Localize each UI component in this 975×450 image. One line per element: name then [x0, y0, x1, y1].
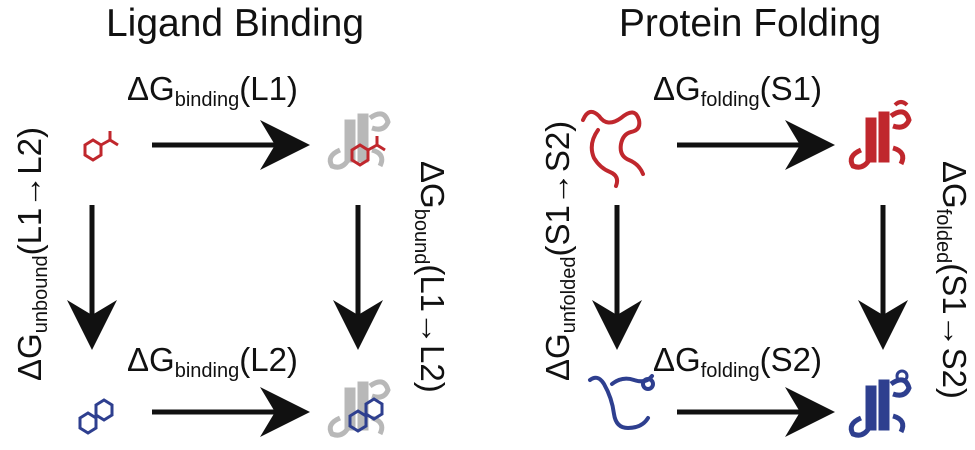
protein-folding-title: Protein Folding	[618, 2, 882, 45]
dg-folding-s2-label: ΔGfolding(S2)	[653, 341, 822, 382]
dg-binding-l2-label: ΔGbinding(L2)	[127, 341, 298, 382]
protein-ligand-complex-l2-icon	[327, 379, 391, 438]
ligand-l2-icon	[78, 398, 114, 435]
folded-protein-s2-icon	[848, 369, 912, 438]
binding-arrows-left	[67, 120, 383, 437]
unfolded-protein-s1-icon	[581, 109, 645, 188]
ligand-binding-title: Ligand Binding	[105, 2, 365, 45]
folded-protein-s1-icon	[848, 100, 912, 170]
dg-binding-l1-label: ΔGbinding(L1)	[127, 70, 298, 111]
protein-ligand-complex-l1-icon	[327, 111, 391, 170]
folding-arrows-right	[592, 120, 908, 437]
unfolded-protein-s2-icon	[588, 374, 655, 431]
dg-folding-s1-label: ΔGfolding(S1)	[653, 70, 822, 111]
ligand-l1-icon	[83, 131, 119, 162]
